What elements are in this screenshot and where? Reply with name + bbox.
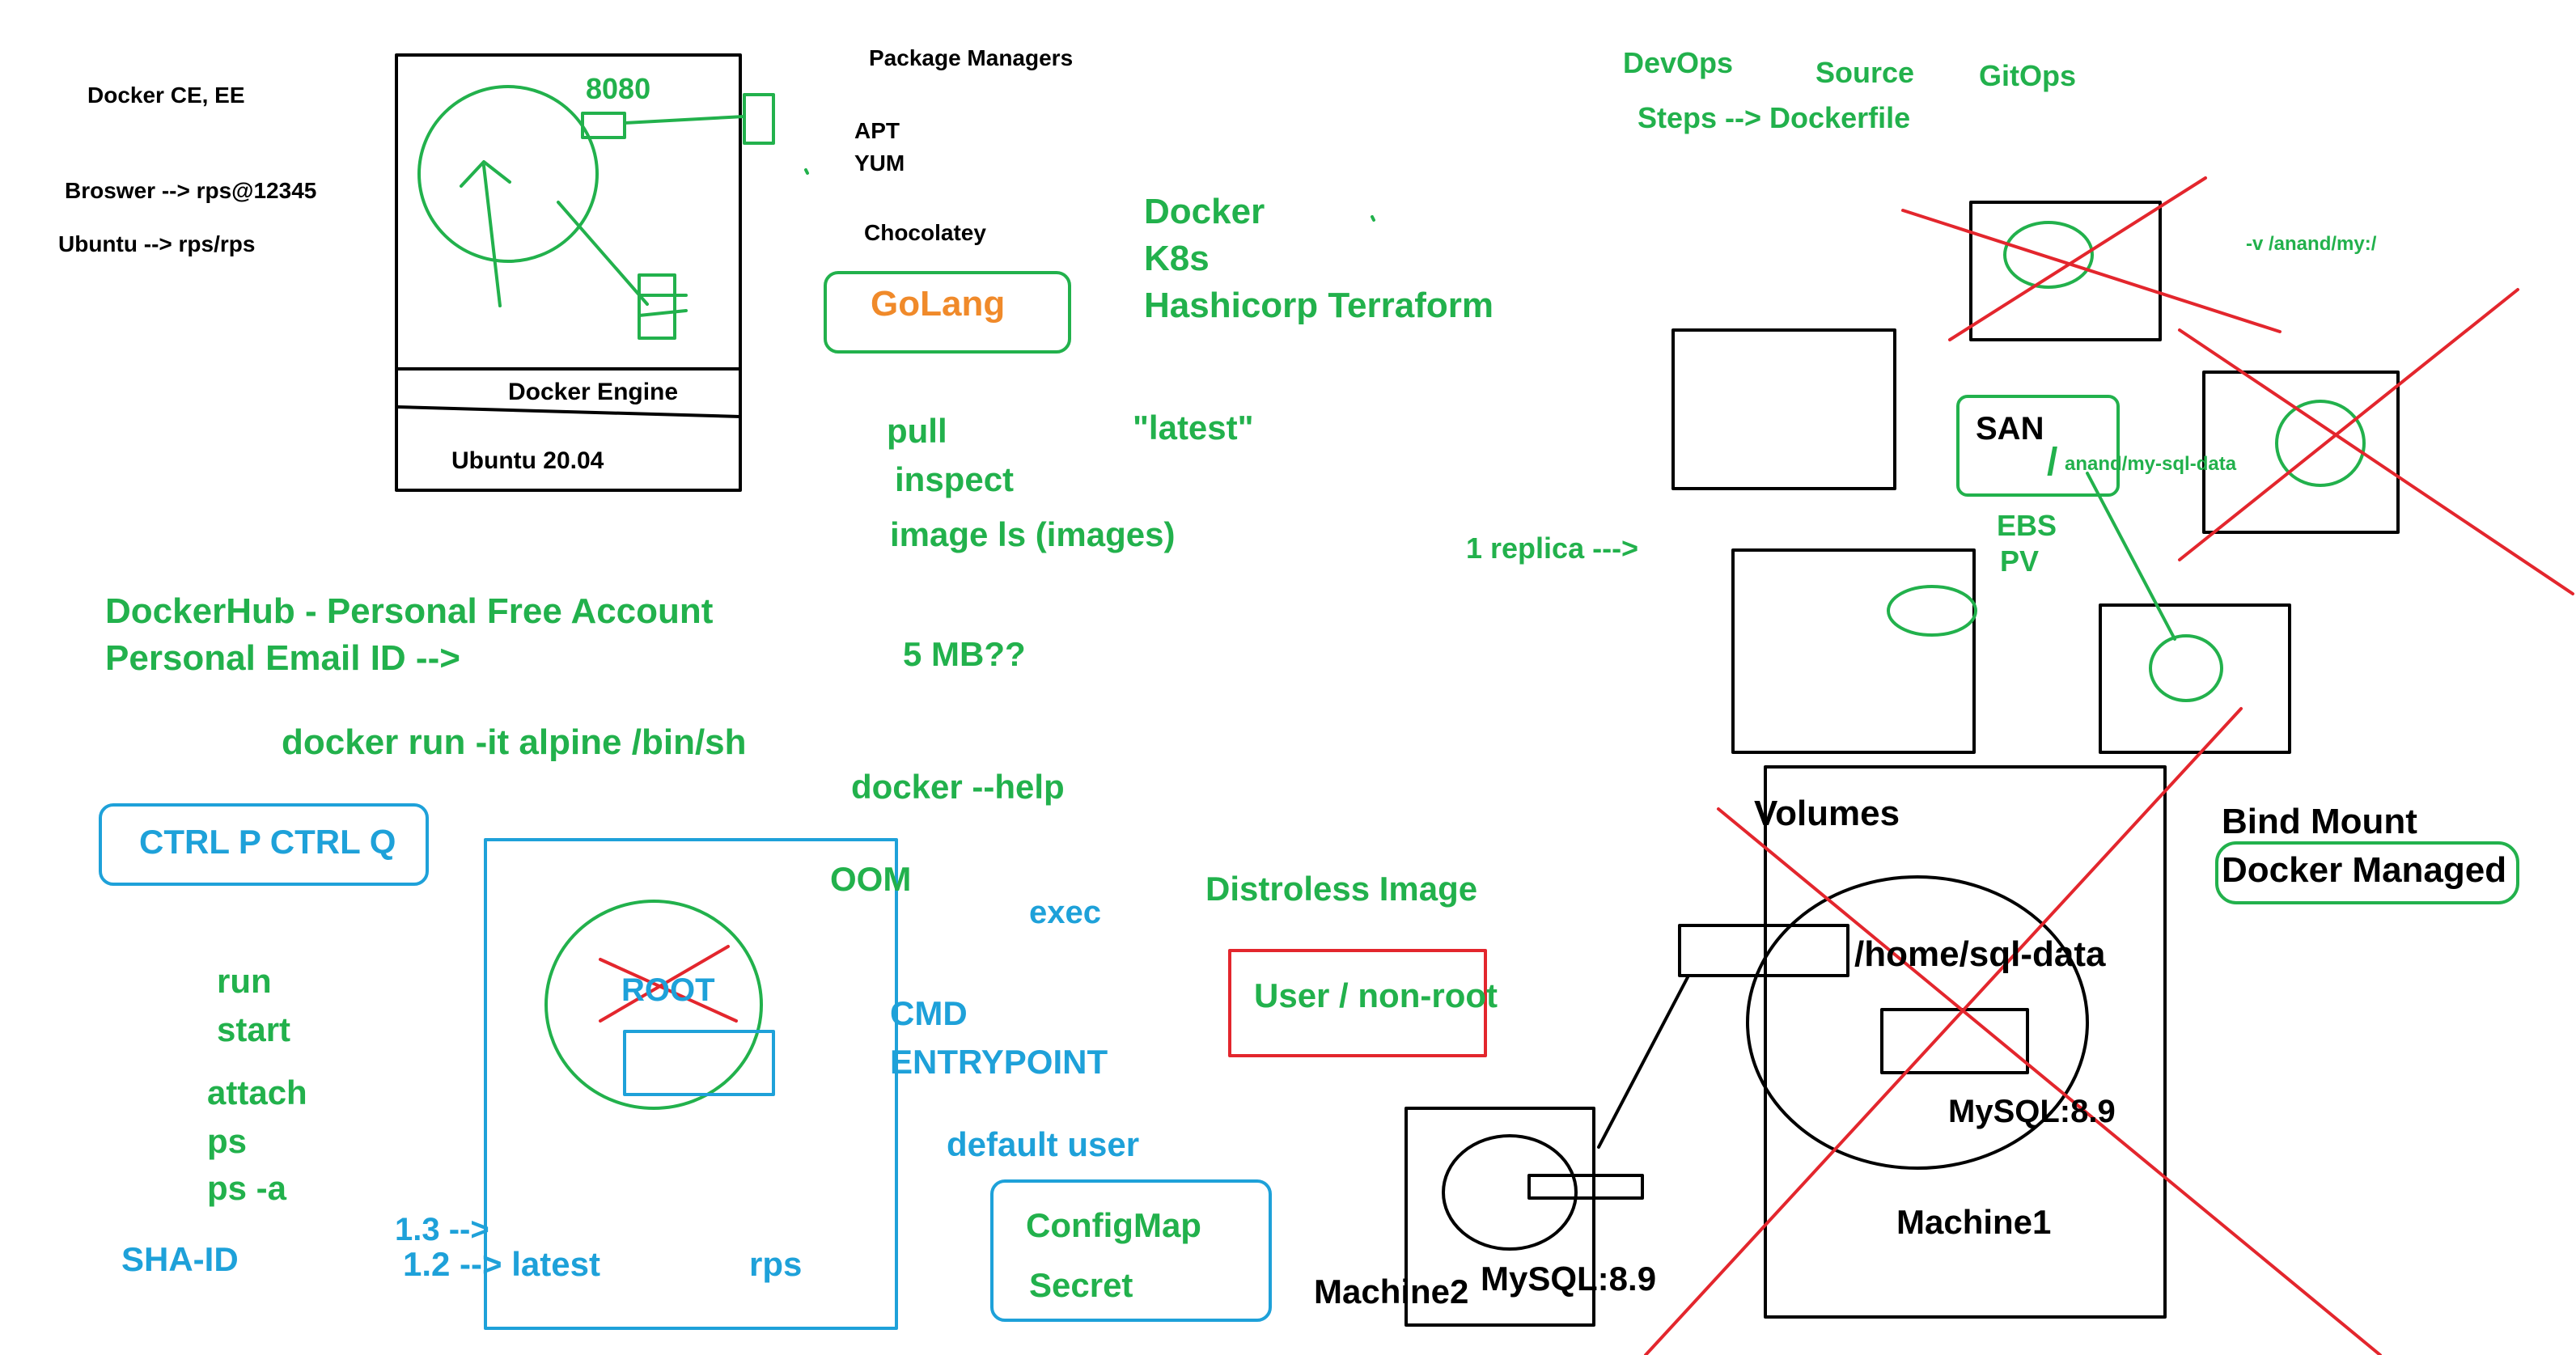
golang-box — [824, 271, 1071, 354]
rps-label: rps — [749, 1245, 803, 1283]
oom-label: OOM — [830, 860, 912, 898]
root-label: ROOT — [621, 972, 715, 1008]
ebs-label: EBS — [1997, 509, 2057, 542]
docker-managed-box — [2215, 841, 2519, 904]
docker-engine-label: Docker Engine — [508, 379, 679, 405]
default-user-label: default user — [947, 1125, 1140, 1163]
host-box — [395, 53, 742, 492]
tag-1-3-label: 1.3 --> — [395, 1212, 489, 1247]
email-id-label: Personal Email ID --> — [105, 638, 460, 678]
storage-box-small — [2099, 603, 2291, 754]
volumes-cross — [1644, 707, 2382, 1355]
image-circle — [544, 900, 763, 1110]
volume-path-label: /home/sql-data — [1854, 934, 2106, 974]
bind-mount-label: Bind Mount — [2222, 802, 2417, 841]
volume-flag-label: -v /anand/my:/ — [2246, 233, 2377, 255]
san-slash: / — [2047, 441, 2058, 484]
source-label: Source — [1815, 56, 1915, 89]
nonroot-box — [1228, 949, 1487, 1057]
apt-label: APT — [854, 118, 900, 143]
gitops-label: GitOps — [1979, 59, 2077, 92]
detach-keys-box — [99, 803, 429, 886]
ubuntu-version-label: Ubuntu 20.04 — [451, 447, 604, 474]
inspect-command: inspect — [895, 460, 1015, 498]
docker-tool-label: Docker — [1144, 192, 1265, 231]
machine1-box — [1764, 765, 2167, 1319]
volumes-title: Volumes — [1754, 794, 1900, 833]
entrypoint-label: ENTRYPOINT — [890, 1043, 1108, 1081]
yum-label: YUM — [854, 150, 905, 176]
image-inner-box — [623, 1030, 775, 1096]
docker-help-command: docker --help — [851, 768, 1065, 806]
image-box — [484, 838, 898, 1330]
secret-label: Secret — [1029, 1266, 1133, 1304]
replica-label: 1 replica ---> — [1466, 531, 1639, 565]
lifecycle-ps: ps — [207, 1122, 248, 1160]
machine2-mysql-label: MySQL:8.9 — [1481, 1260, 1657, 1298]
lifecycle-run: run — [217, 962, 272, 1000]
san-path-label: anand/my-sql-data — [2065, 453, 2237, 475]
browser-login-label: Broswer --> rps@12345 — [65, 178, 317, 203]
machine2-label: Machine2 — [1314, 1272, 1469, 1311]
san-label: SAN — [1976, 411, 2044, 447]
docker-editions-label: Docker CE, EE — [87, 83, 245, 108]
container-sketch — [417, 85, 1375, 340]
machine1-mysql-label: MySQL:8.9 — [1948, 1094, 2116, 1129]
exec-label: exec — [1029, 895, 1101, 930]
terraform-tool-label: Hashicorp Terraform — [1144, 286, 1493, 325]
lifecycle-attach: attach — [207, 1073, 307, 1112]
storage-box-top — [1969, 201, 2162, 341]
machine1-label: Machine1 — [1896, 1203, 2052, 1241]
pull-command: pull — [887, 412, 947, 450]
cmd-label: CMD — [890, 994, 968, 1032]
machine2-box — [1405, 1107, 1595, 1327]
lifecycle-start: start — [217, 1010, 291, 1048]
docker-run-command: docker run -it alpine /bin/sh — [282, 722, 747, 762]
chocolatey-label: Chocolatey — [864, 220, 986, 245]
dockerhub-account-label: DockerHub - Personal Free Account — [105, 591, 714, 631]
port-label: 8080 — [586, 72, 651, 105]
config-box — [990, 1179, 1272, 1322]
docker-managed-label: Docker Managed — [2222, 850, 2507, 890]
lifecycle-ps-a: ps -a — [207, 1169, 287, 1207]
dockerfile-steps-label: Steps --> Dockerfile — [1638, 101, 1911, 134]
ubuntu-login-label: Ubuntu --> rps/rps — [58, 231, 256, 256]
k8s-tool-label: K8s — [1144, 239, 1210, 278]
devops-label: DevOps — [1623, 46, 1734, 79]
storage-box-mid — [1731, 548, 1976, 754]
root-cross — [599, 945, 738, 1023]
golang-label: GoLang — [871, 284, 1006, 324]
package-managers-title: Package Managers — [869, 45, 1074, 70]
latest-tag-label: "latest" — [1133, 409, 1254, 447]
storage-crosses — [1901, 176, 2574, 595]
sha-id-label: SHA-ID — [121, 1240, 239, 1278]
tag-1-2-label: 1.2 --> latest — [403, 1245, 600, 1283]
image-size-label: 5 MB?? — [903, 635, 1026, 673]
storage-box-plain — [1671, 328, 1896, 490]
image-ls-command: image ls (images) — [890, 515, 1176, 553]
pv-label: PV — [2000, 544, 2040, 578]
configmap-label: ConfigMap — [1026, 1206, 1201, 1244]
san-box — [1956, 395, 2120, 497]
distroless-label: Distroless Image — [1205, 870, 1478, 908]
detach-keys-label: CTRL P CTRL Q — [139, 823, 396, 861]
storage-box-right — [2202, 371, 2400, 534]
nonroot-label: User / non-root — [1254, 976, 1498, 1014]
